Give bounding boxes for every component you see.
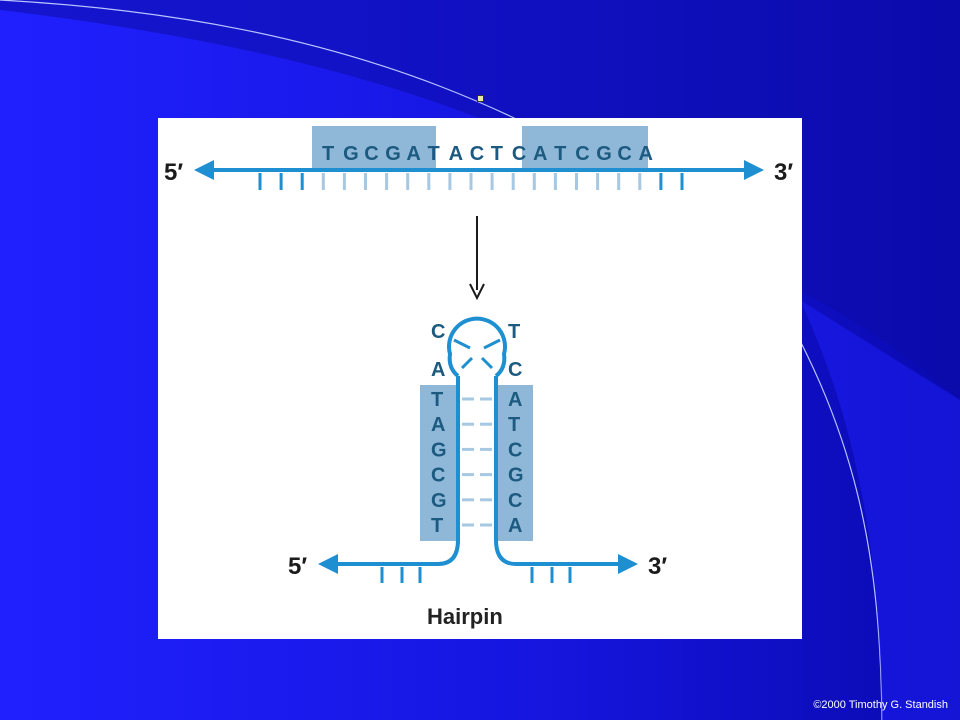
left-stem-base-2: A <box>431 414 445 436</box>
top-base-14: G <box>596 143 612 165</box>
left-repeat-highlight <box>312 126 436 170</box>
right-stem-base-4: G <box>508 465 524 487</box>
top-base-7: A <box>449 143 463 165</box>
hairpin-3prime-label: 3′ <box>648 553 667 580</box>
folding-arrow <box>469 216 485 301</box>
top-base-16: A <box>639 143 653 165</box>
top-base-6: T <box>428 143 440 165</box>
loop-left-base-2: A <box>431 359 445 381</box>
loop-base-tick-1 <box>453 338 471 350</box>
hairpin-caption: Hairpin <box>427 604 503 629</box>
right-repeat-highlight <box>522 126 648 170</box>
top-strand-ticks <box>258 173 684 190</box>
top-base-12: T <box>554 143 566 165</box>
loop-base-tick-3 <box>460 356 474 370</box>
top-base-10: C <box>512 143 526 165</box>
right-stem-base-2: T <box>508 414 520 436</box>
hairpin-tail-ticks <box>380 567 572 583</box>
loop-right-base-1: T <box>508 321 520 343</box>
hairpin-right-stem-highlight <box>496 385 533 541</box>
top-base-5: A <box>406 143 420 165</box>
left-stem-base-4: C <box>431 465 445 487</box>
left-stem-base-5: G <box>431 490 447 512</box>
right-stem-base-6: A <box>508 515 522 537</box>
top-strand-3prime-label: 3′ <box>774 159 793 186</box>
top-base-2: G <box>343 143 359 165</box>
right-stem-base-3: C <box>508 439 522 461</box>
left-stem-base-3: G <box>431 439 447 461</box>
hairpin-loop <box>447 316 507 378</box>
top-base-9: T <box>491 143 503 165</box>
top-base-4: G <box>385 143 401 165</box>
top-base-15: C <box>617 143 631 165</box>
hairpin-left-stem-highlight <box>420 385 458 541</box>
hairpin-3prime-arrowhead <box>618 554 638 574</box>
right-stem-base-5: C <box>508 490 522 512</box>
copyright-notice: ©2000 Timothy G. Standish <box>813 699 948 711</box>
top-base-3: C <box>364 143 378 165</box>
hairpin-right-backbone <box>494 376 628 566</box>
top-strand-right-arrowhead <box>744 160 764 180</box>
hairpin-5prime-label: 5′ <box>288 553 307 580</box>
hairpin-left-backbone <box>328 376 460 566</box>
loop-left-base-1: C <box>431 321 445 343</box>
top-strand-5prime-label: 5′ <box>164 159 183 186</box>
top-strand-left-arrowhead <box>194 160 214 180</box>
right-stem-base-1: A <box>508 389 522 411</box>
slide-title-bullet <box>477 95 484 102</box>
loop-right-base-2: C <box>508 359 522 381</box>
loop-base-tick-2 <box>483 338 501 350</box>
top-base-11: A <box>533 143 547 165</box>
top-base-8: C <box>470 143 484 165</box>
left-stem-base-1: T <box>431 389 443 411</box>
left-stem-base-6: T <box>431 515 443 537</box>
top-base-1: T <box>322 143 334 165</box>
base-pair-ticks <box>462 397 492 527</box>
top-base-13: C <box>575 143 589 165</box>
hairpin-5prime-arrowhead <box>318 554 338 574</box>
loop-base-tick-4 <box>480 356 494 370</box>
